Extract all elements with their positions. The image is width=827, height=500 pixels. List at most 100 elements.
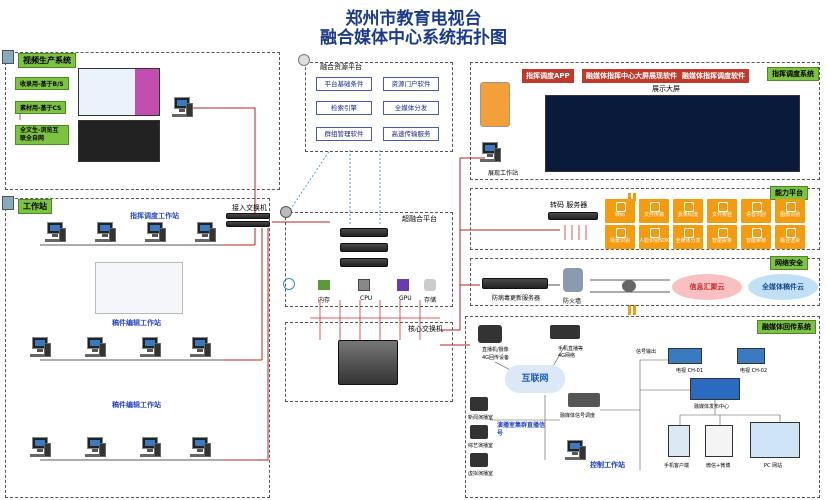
phone-icon [550,325,580,339]
service-box: 检索引擎 [316,101,372,115]
component-memory: 内存 [318,297,331,304]
out3-label: PC 网站 [764,463,783,469]
tv-icon [668,348,702,364]
module-voice: 语音识别 [741,199,771,223]
camera1-sub: 4G回传设备 [482,355,510,361]
video-item-3: 全文生-浏览互联全自网 [15,125,69,145]
storage-icon [424,279,436,291]
core-switch-icon [338,340,398,385]
screenshot-thumbnail [95,262,183,314]
memory-icon [318,280,330,290]
zone-workstation [5,198,270,498]
internet-cloud: 互联网 [505,365,565,393]
section-editing-stations-1: 稿件编辑工作站 [112,319,161,327]
section-editing-stations-2: 稿件编辑工作站 [112,401,161,409]
app-badge-1: 指挥调度APP [522,69,574,83]
camera1-label: 直播机/摄像 [482,347,509,353]
module-scene: 场景识别 [605,225,635,249]
workstation-icon [145,222,167,244]
transcode-server-label: 转码 服务器 [550,201,588,209]
zone-resource-platform [305,62,453,152]
zone-label-video-production: 视频生产系统 [18,53,76,68]
module-file-check: 文件校验 [707,199,737,223]
zone-network-security [470,258,820,306]
zone-convergence-platform [285,212,453,307]
component-cpu: CPU [360,295,373,302]
section-command-stations: 指挥调度工作站 [130,212,179,220]
phone-sub: 4G网络 [558,353,576,359]
zone-label-resource-platform: 融合资源平台 [320,63,362,71]
workstation-icon [480,142,502,164]
phone-label: 手机直播等 [558,346,584,352]
service-box: 资源门户软件 [383,77,439,91]
workstation-icon [45,222,67,244]
camera-icon [470,453,488,467]
cloud-icon [298,54,310,66]
server-icon [2,50,14,64]
screenshot-thumbnail [78,120,160,162]
antivirus-label: 防病毒更新服务器 [492,295,541,302]
switch-icon [226,213,270,219]
server-icon [548,212,598,220]
module-stream-split: 拆条码流 [673,199,703,223]
firewall-label: 防火墙 [563,298,582,305]
module-face: 人脸识别SDK [639,225,669,249]
tv1-label: 电视 CH-01 [676,368,704,374]
workstation-icon [190,337,212,359]
signal-schedule-label: 融媒体信号调度 [560,413,596,419]
hub-label: 融媒体发布中心 [694,404,730,410]
workstation-icon [85,337,107,359]
social-client-icon [705,425,733,457]
zone-label-security: 网络安全 [770,256,808,270]
workstation-icon [95,222,117,244]
service-box: 群组管理软件 [316,127,372,141]
tv2-label: 电视 CH-02 [740,368,768,374]
workstation-icon [140,337,162,359]
out2-label: 微信+微博 [706,463,731,469]
phone-client-icon [668,425,690,457]
zone-label-return: 融媒体回传系统 [757,320,816,334]
switch-icon [226,221,270,227]
workstation-icon [140,437,162,459]
control-station-label: 控制工作站 [590,461,625,469]
studio1-label: 新闻演播室 [468,415,494,421]
station-label: 展现工作站 [488,170,519,177]
component-storage: 存储 [424,297,437,304]
service-box: 高速传输服务 [383,127,439,141]
title-line2: 融合媒体中心系统拓扑图 [320,28,507,48]
service-box: 全媒体分发 [383,101,439,115]
app-badge-3: 融媒体指挥调度软件 [678,69,749,83]
server-icon [340,228,388,237]
workstation-icon [30,337,52,359]
studio2-label: 综艺演播室 [468,443,494,449]
video-item-1: 收录用-基于B/S [15,77,69,90]
module-file-transfer: 文件传输 [639,199,669,223]
module-smart-review: 智能审核 [741,225,771,249]
firewall-icon [563,268,583,292]
zone-label-command: 指挥调度系统 [767,67,819,81]
cpu-icon [358,279,370,291]
module-transcode: 转码 [605,199,635,223]
component-gpu: GPU [399,295,412,302]
network-icon [283,278,295,290]
video-item-2: 素材用-基于CS [15,101,67,114]
workstation-icon [190,437,212,459]
service-box: 平台基础条件 [316,77,372,91]
server-icon [340,258,388,267]
cloud-info: 信息汇聚云 [672,274,742,300]
phone-app-icon [480,82,510,127]
router-icon [622,280,636,292]
server-icon [340,243,388,252]
title-line1: 郑州市教育电视台 [345,9,482,29]
zone-label-workstation: 工作站 [18,199,52,214]
workstation-icon [565,440,587,462]
core-switch-label: 核心交换机 [408,325,443,333]
module-smart-split: 智能拆条 [707,225,737,249]
workstation-icon [30,437,52,459]
signal-output-label: 信号输出 [636,349,657,355]
server-icon [2,196,14,210]
zone-video-production [5,52,280,190]
mixer-icon [568,393,600,407]
tv-icon [737,348,765,364]
app-badge-2: 融媒体指挥中心大屏展现软件 [582,69,681,83]
